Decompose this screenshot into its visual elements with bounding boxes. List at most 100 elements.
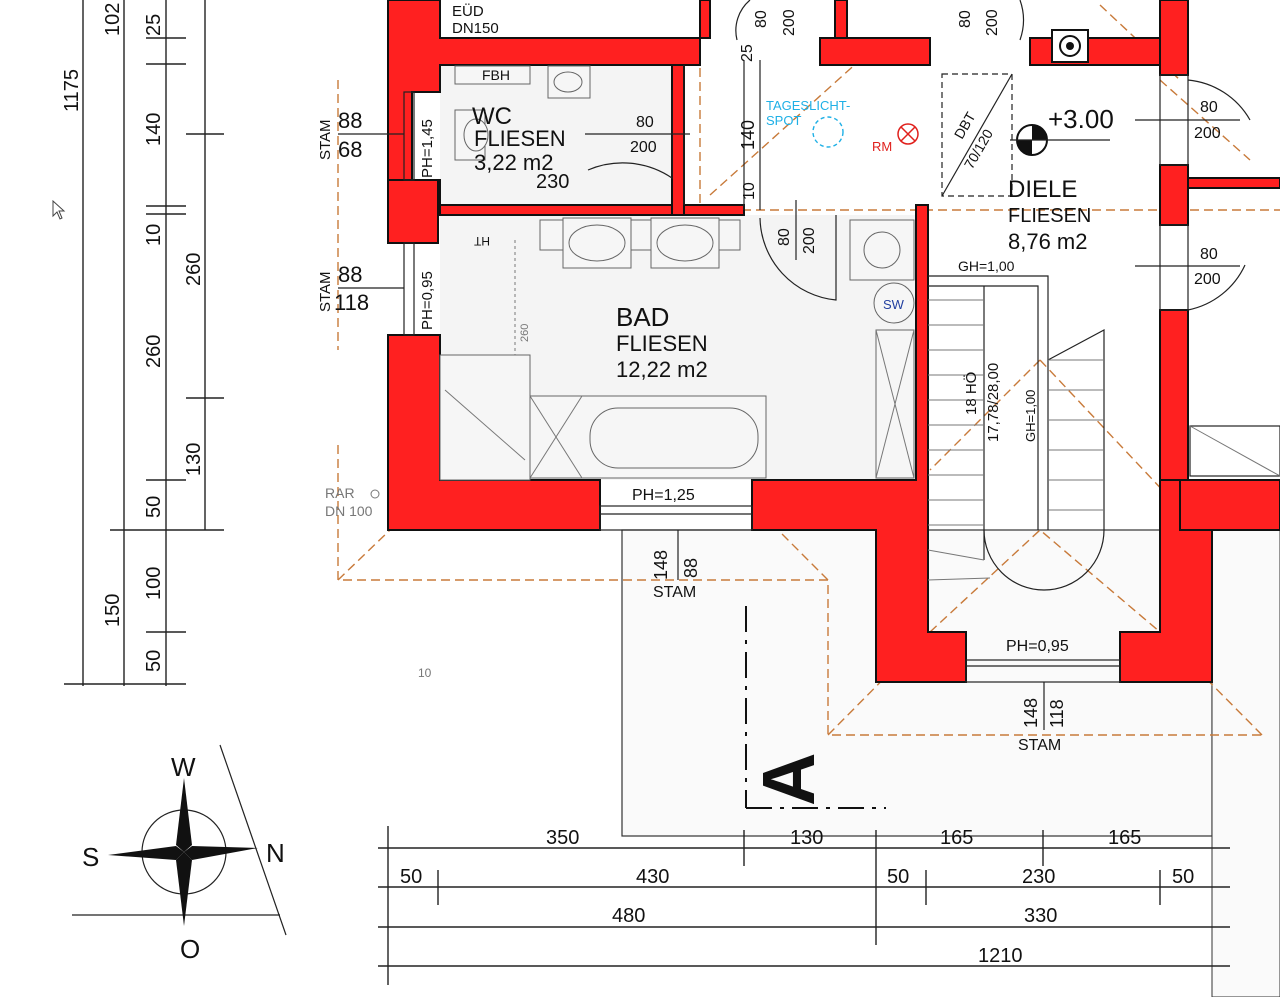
stair-and-shaft: [927, 73, 1280, 591]
ht-label: HT: [473, 234, 490, 248]
dim-140: 140: [143, 113, 165, 146]
window-label-2: STAM 88 118: [317, 262, 404, 315]
floor-heating-box: [454, 65, 531, 85]
room-diele: DIELE FLIESEN 8,76 m2 +3.00: [1008, 104, 1114, 254]
svg-text:STAM: STAM: [1018, 737, 1061, 754]
compass-o: O: [180, 934, 200, 964]
bad-fixtures: [439, 217, 915, 481]
stair-ratio-label: 17,78/28,00: [985, 363, 1002, 442]
dim-1210: 1210: [978, 945, 1023, 967]
dim-330: 330: [1024, 905, 1057, 927]
room-bad: BAD FLIESEN 12,22 m2: [616, 302, 708, 382]
sw-label: SW: [883, 297, 905, 312]
svg-text:25: 25: [739, 44, 756, 62]
door-label-right-2: 80 200: [1135, 246, 1240, 288]
level-marker: [1010, 124, 1110, 156]
compass-rose: [72, 744, 287, 936]
tageslicht-label-1: TAGESLICHT-: [766, 98, 850, 113]
stair-rise-label: 18 HÖ: [962, 372, 980, 415]
small-260-label: 260: [519, 324, 531, 342]
window-label-3: STAM 148 88: [651, 530, 701, 601]
svg-text:200: 200: [630, 139, 657, 156]
door-label-bad: 80 200: [776, 200, 818, 260]
svg-text:STAM: STAM: [317, 271, 334, 312]
svg-text:200: 200: [801, 227, 818, 254]
room-wc: WC FLIESEN 3,22 m2 230: [472, 103, 569, 193]
svg-text:80: 80: [776, 228, 793, 246]
diele-finish: FLIESEN: [1008, 205, 1091, 227]
svg-text:STAM: STAM: [653, 584, 696, 601]
svg-text:80: 80: [753, 10, 770, 28]
wc-name: WC: [472, 103, 512, 130]
svg-text:148: 148: [651, 550, 671, 580]
svg-text:88: 88: [681, 558, 701, 578]
window-label-1: STAM 88 68: [317, 108, 404, 162]
sw-drain: [873, 282, 915, 324]
dim-260-b: 260: [183, 253, 205, 286]
diele-level: +3.00: [1048, 104, 1114, 134]
shower: [439, 354, 531, 481]
rm-label: RM: [872, 139, 892, 154]
svg-text:118: 118: [1047, 699, 1067, 728]
bottom-dimension-chains: [378, 826, 1230, 985]
rar-icon: [370, 489, 380, 499]
svg-text:118: 118: [334, 290, 369, 315]
vent-icon: [1051, 29, 1089, 63]
dim-230: 230: [1022, 866, 1055, 888]
wc-width: 230: [536, 171, 569, 193]
compass-w: W: [171, 752, 196, 782]
tiny-10-label: 10: [418, 666, 432, 680]
ph125-label: PH=1,25: [632, 487, 695, 504]
dim-50-c: 50: [400, 866, 422, 888]
svg-text:80: 80: [636, 114, 654, 131]
dim-25: 25: [143, 14, 165, 36]
dn150-label: DN150: [452, 20, 499, 37]
svg-text:80: 80: [1200, 99, 1218, 116]
dim-480: 480: [612, 905, 645, 927]
dim-1175: 1175: [61, 69, 83, 112]
wc-area: 3,22 m2: [474, 150, 554, 175]
door-swings: [587, 0, 1251, 311]
dim-50-a: 50: [143, 496, 165, 518]
daylight-spot-icon: [812, 116, 844, 148]
corridor-dimension: 25 140 10: [738, 44, 758, 200]
svg-text:STAM: STAM: [317, 119, 334, 160]
svg-text:80: 80: [957, 10, 974, 28]
diele-area: 8,76 m2: [1008, 229, 1088, 254]
rar-label: RAR: [325, 485, 355, 501]
dim-100: 100: [143, 567, 165, 600]
section-a-label: A: [747, 753, 830, 806]
door-label-top-2: 80 200: [957, 9, 1001, 36]
svg-text:80: 80: [1200, 246, 1218, 263]
dim-130: 130: [183, 443, 205, 476]
svg-text:200: 200: [1194, 125, 1221, 142]
dim-50-d: 50: [887, 866, 909, 888]
dim-150: 150: [102, 594, 124, 627]
dim-165-b: 165: [1108, 827, 1141, 849]
rar-dn-label: DN 100: [325, 503, 373, 519]
window-label-4: STAM 148 118: [1018, 682, 1067, 754]
window-frames: [403, 60, 1189, 683]
diele-name: DIELE: [1008, 176, 1077, 203]
tageslicht-label-2: SPOT: [766, 113, 801, 128]
dbt-label-1: DBT: [951, 109, 979, 142]
door-label-top-1: 80 200: [753, 9, 798, 36]
ph145-label: PH=1,45: [419, 119, 436, 178]
fbh-label: FBH: [482, 67, 510, 83]
dim-50-e: 50: [1172, 866, 1194, 888]
gh-top-label: GH=1,00: [958, 258, 1015, 274]
svg-text:140: 140: [738, 120, 758, 150]
svg-text:200: 200: [1194, 271, 1221, 288]
ph095-side-label: PH=0,95: [419, 271, 436, 330]
section-marker: [745, 606, 886, 809]
smoke-alarm-icon: [897, 123, 919, 145]
svg-text:200: 200: [781, 9, 798, 36]
wc-finish: FLIESEN: [474, 126, 566, 151]
svg-text:68: 68: [338, 137, 362, 162]
ph095-bottom-label: PH=0,95: [1006, 638, 1069, 655]
walls: [387, 0, 1280, 683]
dim-350: 350: [546, 827, 579, 849]
door-label-right-1: 80 200: [1135, 99, 1240, 142]
svg-text:148: 148: [1021, 698, 1041, 728]
